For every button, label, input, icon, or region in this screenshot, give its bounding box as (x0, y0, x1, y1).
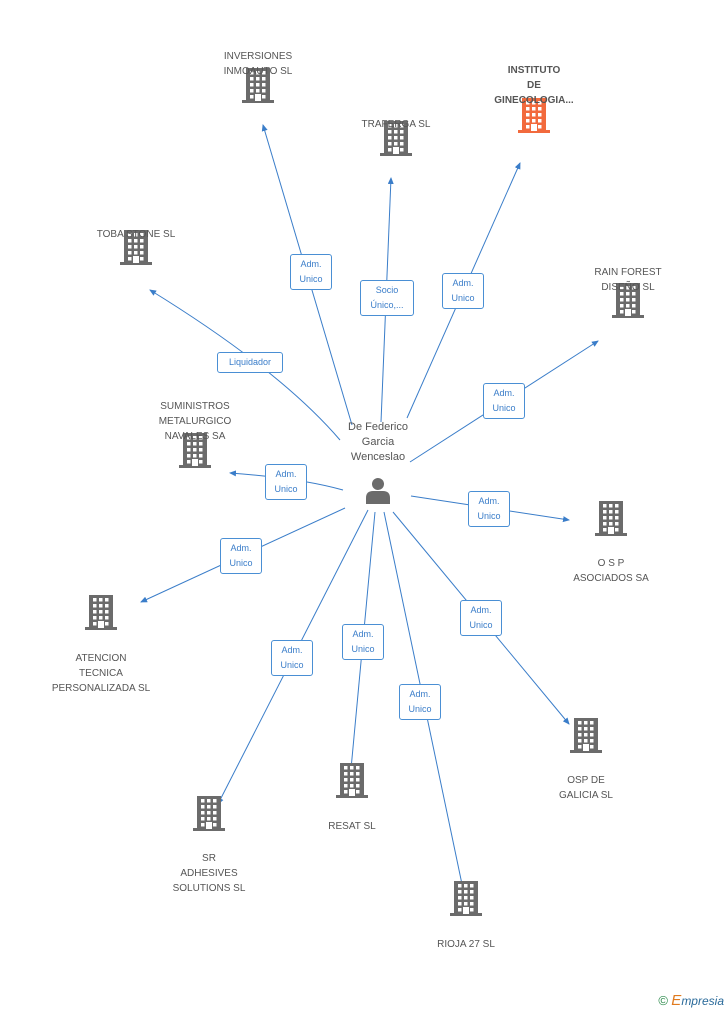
building-icon (380, 121, 412, 156)
edge-label-traferga[interactable]: Socio Único,... (360, 280, 414, 316)
building-icon (242, 68, 274, 103)
edge-label-rainforest[interactable]: Adm. Unico (483, 383, 525, 419)
building-icon (595, 501, 627, 536)
company-name: INVERSIONES INMOAUTO SL (223, 51, 293, 77)
edge-label-osp-asociados[interactable]: Adm. Unico (468, 491, 510, 527)
company-name: SR ADHESIVES SOLUTIONS SL (172, 853, 246, 894)
person-icon (366, 478, 390, 504)
building-icon (120, 230, 152, 265)
edge-label-toba[interactable]: Liquidador (217, 352, 283, 373)
company-name: TOBA STONE SL (96, 229, 176, 240)
edge-label-rioja[interactable]: Adm. Unico (399, 684, 441, 720)
company-name: ATENCION TECNICA PERSONALIZADA SL (51, 653, 151, 694)
center-person-name: De Federico Garcia Wenceslao (348, 421, 408, 463)
building-icon (85, 595, 117, 630)
company-name: TRAFERGA SL (361, 119, 431, 130)
edge-label-inversiones[interactable]: Adm. Unico (290, 254, 332, 290)
edge-label-atencion[interactable]: Adm. Unico (220, 538, 262, 574)
edge-label-resat[interactable]: Adm. Unico (342, 624, 384, 660)
edge-label-instituto[interactable]: Adm. Unico (442, 273, 484, 309)
company-name: RAIN FOREST DISEÑO SL (594, 267, 662, 293)
company-name: INSTITUTO DE GINECOLOGIA... (494, 65, 574, 106)
brand-logo-rest: mpresia (681, 994, 724, 1008)
footer-brand: © Empresia (658, 992, 724, 1009)
edge-label-sr[interactable]: Adm. Unico (271, 640, 313, 676)
building-icon (450, 881, 482, 916)
building-icon (612, 283, 644, 318)
edge-label-osp-galicia[interactable]: Adm. Unico (460, 600, 502, 636)
building-icon (193, 796, 225, 831)
building-icon (518, 98, 550, 133)
edge-label-suministros[interactable]: Adm. Unico (265, 464, 307, 500)
copyright-symbol: © (658, 993, 668, 1008)
building-icon (570, 718, 602, 753)
brand-logo-e: E (671, 992, 682, 1009)
company-name: SUMINISTROS METALURGICO NAVALES SA (158, 401, 232, 442)
building-icon (336, 763, 368, 798)
company-name: RIOJA 27 SL (437, 939, 495, 950)
company-name: O S P ASOCIADOS SA (573, 558, 649, 584)
company-name: OSP DE GALICIA SL (559, 775, 613, 801)
company-name: RESAT SL (328, 821, 376, 832)
building-icon (179, 433, 211, 468)
